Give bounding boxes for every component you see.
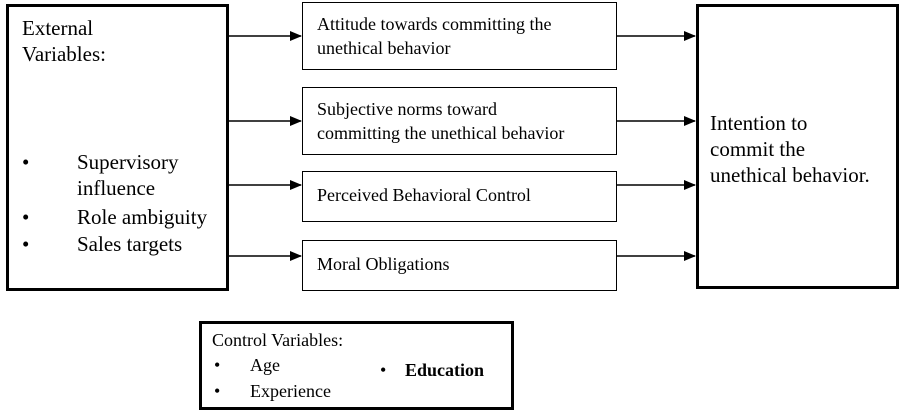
moral-obligations-label: Moral Obligations <box>317 254 450 274</box>
attitude-line1: Attitude towards committing the <box>317 14 552 34</box>
pbc-label: Perceived Behavioral Control <box>317 185 531 205</box>
intention-label: Intention to commit the unethical behavi… <box>710 110 892 188</box>
attitude-box: Attitude towards committing the unethica… <box>302 2 617 70</box>
control-variables-box: Control Variables: • Age • Experience • … <box>199 321 514 410</box>
norms-line2: committing the unethical behavior <box>317 123 565 143</box>
bullet-icon: • <box>214 381 221 401</box>
control-item-label: Education <box>405 360 485 380</box>
intention-line2: commit the <box>710 137 806 161</box>
control-item-label: Age <box>250 355 280 375</box>
external-item-label: Role ambiguity <box>77 205 208 229</box>
attitude-label: Attitude towards committing the unethica… <box>317 12 610 60</box>
subjective-norms-box: Subjective norms toward committing the u… <box>302 87 617 155</box>
perceived-behavioral-control-box: Perceived Behavioral Control <box>302 171 617 222</box>
bullet-icon: • <box>380 360 387 380</box>
external-item-label: Sales targets <box>77 232 183 256</box>
intention-box: Intention to commit the unethical behavi… <box>696 4 899 289</box>
bullet-icon: • <box>22 150 30 174</box>
external-item-line1: Supervisory <box>77 150 179 174</box>
moral-obligations-box: Moral Obligations <box>302 240 617 291</box>
external-title-line2: Variables: <box>22 42 106 66</box>
external-item-label: Supervisory influence <box>77 149 179 201</box>
external-title-line1: External <box>22 16 94 40</box>
intention-line3: unethical behavior. <box>710 163 870 187</box>
external-variables-title: External Variables: <box>22 15 106 67</box>
bullet-icon: • <box>22 205 30 229</box>
norms-line1: Subjective norms toward <box>317 99 497 119</box>
bullet-icon: • <box>22 232 30 256</box>
subjective-norms-label: Subjective norms toward committing the u… <box>317 97 610 145</box>
control-item-label: Experience <box>250 381 331 401</box>
external-item-line2: influence <box>77 176 156 200</box>
control-variables-title: Control Variables: <box>212 330 344 350</box>
attitude-line2: unethical behavior <box>317 38 451 58</box>
intention-line1: Intention to <box>710 111 808 135</box>
external-variables-box: External Variables: • Supervisory influe… <box>6 4 229 291</box>
bullet-icon: • <box>214 355 221 375</box>
